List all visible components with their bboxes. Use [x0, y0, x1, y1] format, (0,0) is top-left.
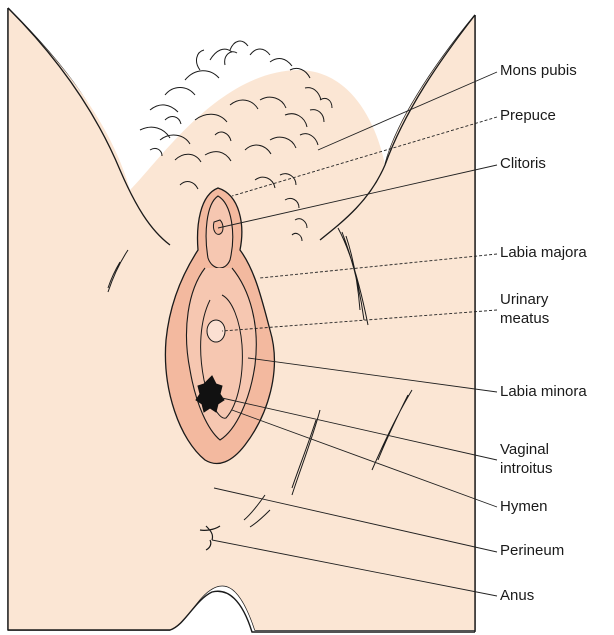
label-vaginal-introitus: Vaginal introitus: [500, 440, 553, 478]
label-labia-minora: Labia minora: [500, 382, 587, 401]
label-labia-majora: Labia majora: [500, 243, 587, 262]
label-prepuce: Prepuce: [500, 106, 556, 125]
label-anus: Anus: [500, 586, 534, 605]
label-clitoris: Clitoris: [500, 154, 546, 173]
label-mons-pubis: Mons pubis: [500, 61, 577, 80]
label-urinary-meatus: Urinary meatus: [500, 290, 549, 328]
label-perineum: Perineum: [500, 541, 564, 560]
label-hymen: Hymen: [500, 497, 548, 516]
